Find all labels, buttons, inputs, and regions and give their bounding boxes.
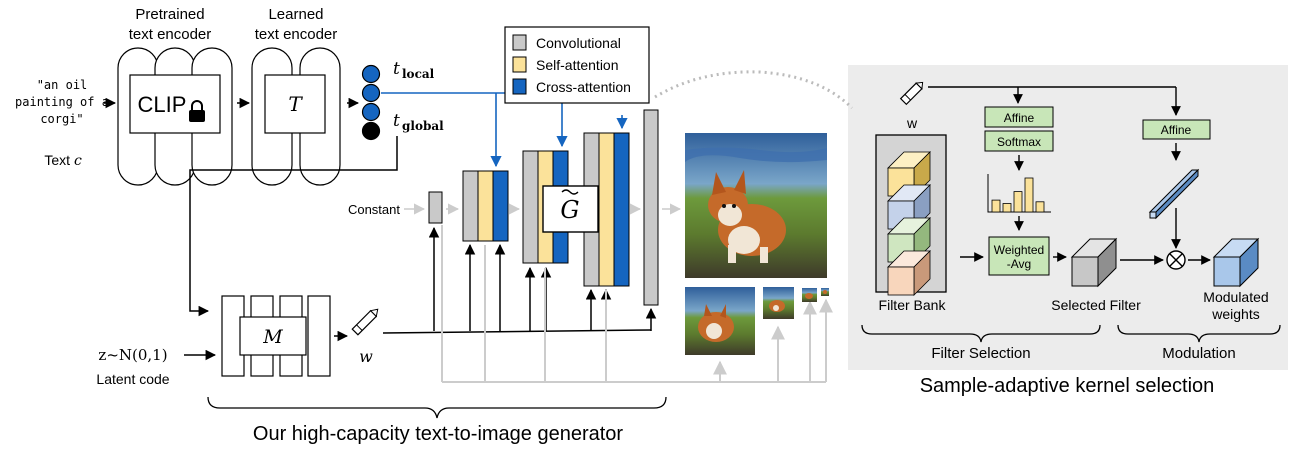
legend-label-conv: Convolutional xyxy=(536,35,621,51)
modulation-label: Modulation xyxy=(1162,345,1235,362)
affine-label-1: Affine xyxy=(1004,111,1035,125)
text-label: Text xyxy=(44,152,70,168)
g-label: G xyxy=(560,196,579,224)
t-label: T xyxy=(288,92,303,116)
lock-icon xyxy=(189,100,205,122)
output-image-small xyxy=(763,287,794,319)
legend-label-cross: Cross-attention xyxy=(536,79,631,95)
output-image-large xyxy=(685,133,827,278)
weighted-avg-line2: -Avg xyxy=(1007,257,1031,271)
weighted-avg-box xyxy=(988,236,1050,276)
latent-label: Latent code xyxy=(96,371,169,387)
output-image-tiniest xyxy=(821,288,829,296)
generator-output-conv xyxy=(643,109,659,306)
multiscale-bus xyxy=(441,225,833,383)
style-vector-icon xyxy=(1148,168,1200,220)
affine-label-2: Affine xyxy=(1161,123,1192,137)
filter-cube xyxy=(887,250,931,296)
w-label: w xyxy=(359,347,373,366)
prompt-line-1: "an oil xyxy=(37,78,88,92)
w-label-right: w xyxy=(906,115,918,131)
text-var: c xyxy=(74,153,82,169)
legend-swatch-conv xyxy=(512,34,527,51)
output-image-medium xyxy=(685,287,755,355)
legend-label-self: Self-attention xyxy=(536,57,619,73)
multiply-icon xyxy=(1166,250,1186,270)
w-pencil-icon-right xyxy=(899,81,924,106)
legend: Convolutional Self-attention Cross-atten… xyxy=(504,26,650,104)
softmax-label: Softmax xyxy=(997,135,1041,149)
clip-encoder: CLIP xyxy=(117,47,233,186)
output-image-tiny xyxy=(802,288,817,302)
filter-bank xyxy=(875,134,947,296)
modulated-line1: Modulated xyxy=(1203,289,1268,305)
learned-encoder: T xyxy=(251,47,341,186)
latent-formula: z~N(0,1) xyxy=(98,346,167,364)
selected-filter-cube xyxy=(1070,237,1118,288)
token-local-1 xyxy=(361,64,381,84)
legend-swatch-cross xyxy=(512,78,527,95)
softmax-bar xyxy=(1024,177,1034,213)
constant-block xyxy=(428,191,443,224)
mapping-network: M xyxy=(221,295,331,377)
clip-label: CLIP xyxy=(138,92,187,117)
learned-line1: Learned xyxy=(268,6,323,23)
learned-line2: text encoder xyxy=(255,26,338,43)
affine-box-2 xyxy=(1142,119,1211,140)
generator-block-1 xyxy=(462,170,509,242)
weighted-avg-line1: Weighted xyxy=(994,243,1044,257)
prompt-line-3: corgi" xyxy=(40,112,83,126)
softmax-bar xyxy=(991,199,1001,213)
token-local-3 xyxy=(361,102,381,122)
generator-brace xyxy=(207,396,667,419)
filter-selection-brace xyxy=(861,324,1101,343)
generator-caption: Our high-capacity text-to-image generato… xyxy=(253,423,624,445)
token-global xyxy=(361,121,381,141)
m-label: M xyxy=(262,326,283,348)
t-global-sub: global xyxy=(402,119,444,133)
softmax-distribution xyxy=(987,174,1051,213)
filter-bank-label: Filter Bank xyxy=(879,297,947,313)
softmax-bar xyxy=(1002,203,1012,213)
selected-filter-label: Selected Filter xyxy=(1051,297,1141,313)
softmax-bar xyxy=(1035,201,1045,213)
legend-swatch-self xyxy=(512,56,527,73)
prompt-line-2: painting of a xyxy=(15,95,109,109)
token-stack xyxy=(361,64,381,141)
softmax-bar xyxy=(1013,191,1023,213)
pretrained-line1: Pretrained xyxy=(135,6,204,23)
constant-label: Constant xyxy=(348,202,400,217)
g-label-box: G xyxy=(542,185,599,233)
softmax-box xyxy=(984,130,1054,152)
modulation-brace xyxy=(1117,324,1281,343)
t-local-label: t xyxy=(393,59,400,79)
token-local-2 xyxy=(361,83,381,103)
modulated-weights-cube xyxy=(1212,237,1260,288)
t-global-label: t xyxy=(393,111,400,131)
w-branch-lines xyxy=(928,86,1181,116)
affine-box-1 xyxy=(984,106,1054,128)
pretrained-line2: text encoder xyxy=(129,26,212,43)
zoom-connector xyxy=(654,70,854,110)
t-local-sub: local xyxy=(402,67,435,81)
global-token-arrow xyxy=(189,136,398,317)
filter-selection-label: Filter Selection xyxy=(931,345,1030,362)
kernel-selection-caption: Sample-adaptive kernel selection xyxy=(920,375,1215,397)
w-pencil-icon xyxy=(351,308,379,336)
modulated-line2: weights xyxy=(1211,306,1259,322)
